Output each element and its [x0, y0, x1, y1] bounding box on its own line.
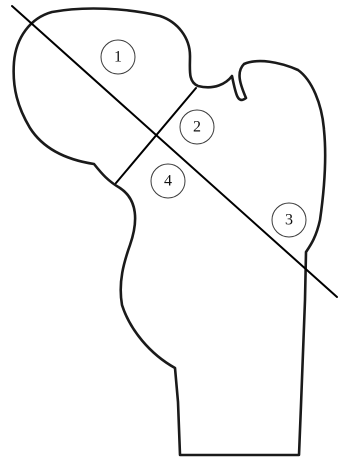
region-label-3: 3 — [285, 212, 293, 229]
region-marker-1: 1 — [101, 40, 135, 74]
region-marker-3: 3 — [272, 203, 306, 237]
diagonal-division-line — [12, 6, 337, 297]
region-label-1: 1 — [114, 49, 122, 66]
region-marker-2: 2 — [180, 110, 214, 144]
region-label-4: 4 — [164, 173, 172, 190]
region-marker-4: 4 — [151, 164, 185, 198]
region-label-2: 2 — [193, 119, 201, 136]
